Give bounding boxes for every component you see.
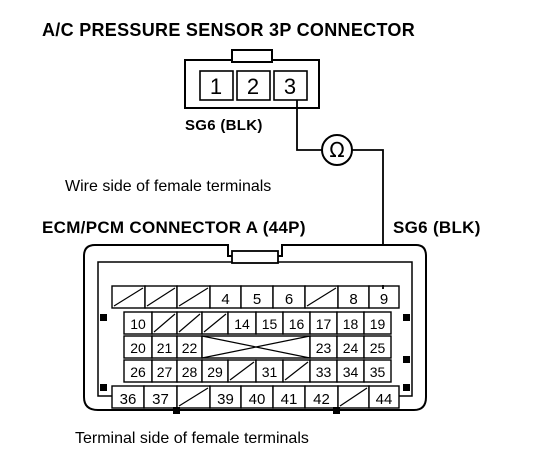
cavity-slash — [203, 313, 227, 333]
ecm-terminal-5: 5 — [253, 291, 261, 308]
sensor-pin-cell — [236, 70, 271, 101]
cavity-slash — [339, 387, 368, 407]
ecm-row-3: 20 21 22 23 24 25 — [123, 335, 392, 359]
cavity-slash — [178, 287, 209, 307]
cavity-slash — [146, 287, 176, 307]
ecm-terminal-4: 4 — [221, 291, 229, 308]
ecm-terminal-17: 17 — [316, 316, 332, 332]
housing-key-mark — [403, 384, 410, 391]
ecm-terminal-40: 40 — [249, 391, 266, 408]
ecm-terminal-41: 41 — [281, 391, 298, 408]
ecm-terminal-37: 37 — [152, 391, 169, 408]
ecm-terminal-21: 21 — [157, 340, 173, 356]
ecm-terminal-cell — [363, 359, 392, 383]
ecm-terminal-16: 16 — [289, 316, 305, 332]
housing-key-mark — [173, 407, 180, 414]
ohm-symbol: Ω — [329, 138, 344, 162]
ecm-terminal-9: 9 — [380, 291, 388, 308]
probe-wire-sensor — [296, 100, 322, 151]
ecm-row-2: 10 14 15 16 17 18 19 — [123, 311, 392, 335]
cavity-slash — [113, 287, 144, 307]
housing-key-mark — [333, 407, 340, 414]
ecm-row-4: 26 27 28 29 31 33 34 35 — [123, 359, 392, 383]
housing-key-mark — [403, 356, 410, 363]
ecm-terminal-44: 44 — [376, 391, 393, 408]
ecm-terminal-22: 22 — [182, 340, 198, 356]
ecm-terminal-35: 35 — [370, 364, 386, 380]
ecm-terminal-cell — [363, 311, 392, 335]
wire-side-caption: Wire side of female terminals — [65, 178, 272, 195]
ecm-terminal-10: 10 — [130, 316, 146, 332]
cavity-slash — [178, 313, 201, 333]
test-wiring: Ω — [296, 100, 384, 285]
sensor-pin-1: 1 — [210, 74, 222, 99]
ecm-terminal-19: 19 — [370, 316, 386, 332]
ecm-terminal-42: 42 — [313, 391, 330, 408]
blank-block-cross — [201, 335, 311, 359]
cavity-slash — [306, 287, 337, 307]
ecm-terminal-6: 6 — [285, 291, 293, 308]
cavity-slash — [153, 313, 176, 333]
cavity-slash — [229, 361, 255, 381]
ecm-terminal-cell — [363, 335, 392, 359]
ecm-terminal-25: 25 — [370, 340, 386, 356]
ecm-terminal-20: 20 — [130, 340, 146, 356]
ecm-terminal-31: 31 — [262, 364, 278, 380]
housing-key-mark — [403, 314, 410, 321]
ecm-terminal-34: 34 — [343, 364, 359, 380]
ecm-terminal-18: 18 — [343, 316, 359, 332]
ecm-terminal-33: 33 — [316, 364, 332, 380]
ecm-terminal-23: 23 — [316, 340, 332, 356]
ecm-wire-label: SG6 (BLK) — [393, 218, 481, 237]
ecm-terminal-8: 8 — [349, 291, 357, 308]
sensor-connector-3p: 1 2 3 — [184, 49, 320, 109]
sensor-pin-cell — [273, 70, 308, 101]
sensor-wire-label: SG6 (BLK) — [185, 117, 263, 134]
ecm-terminal-15: 15 — [262, 316, 278, 332]
diagram-title: A/C PRESSURE SENSOR 3P CONNECTOR — [42, 20, 416, 40]
housing-key-mark — [100, 384, 107, 391]
ecm-connector-latch — [231, 250, 279, 264]
ecm-terminal-24: 24 — [343, 340, 359, 356]
ecm-terminal-28: 28 — [182, 364, 198, 380]
ecm-row-5: 36 37 39 40 41 42 44 — [111, 385, 400, 409]
ecm-terminal-cell — [368, 285, 400, 309]
ecm-terminal-39: 39 — [217, 391, 234, 408]
ecm-terminal-14: 14 — [234, 316, 250, 332]
ecm-connector-44p: 4 5 6 8 9 10 — [83, 244, 427, 414]
sensor-connector-latch — [231, 49, 273, 63]
ecm-terminal-26: 26 — [130, 364, 146, 380]
terminal-side-caption: Terminal side of female terminals — [75, 430, 309, 447]
housing-key-mark — [100, 314, 107, 321]
sensor-pin-cell — [199, 70, 234, 101]
sensor-pin-3: 3 — [284, 74, 296, 99]
cavity-slash — [178, 387, 209, 407]
ecm-connector-title: ECM/PCM CONNECTOR A (44P) — [42, 218, 306, 237]
sensor-pin-2: 2 — [247, 74, 259, 99]
ecm-terminal-27: 27 — [157, 364, 173, 380]
ecm-row-1: 4 5 6 8 9 — [111, 285, 400, 309]
ecm-terminal-36: 36 — [120, 391, 137, 408]
ecm-terminal-29: 29 — [207, 364, 223, 380]
probe-wire-ecm — [352, 149, 384, 285]
ecm-terminal-cell — [368, 385, 400, 409]
cavity-slash — [284, 361, 309, 381]
